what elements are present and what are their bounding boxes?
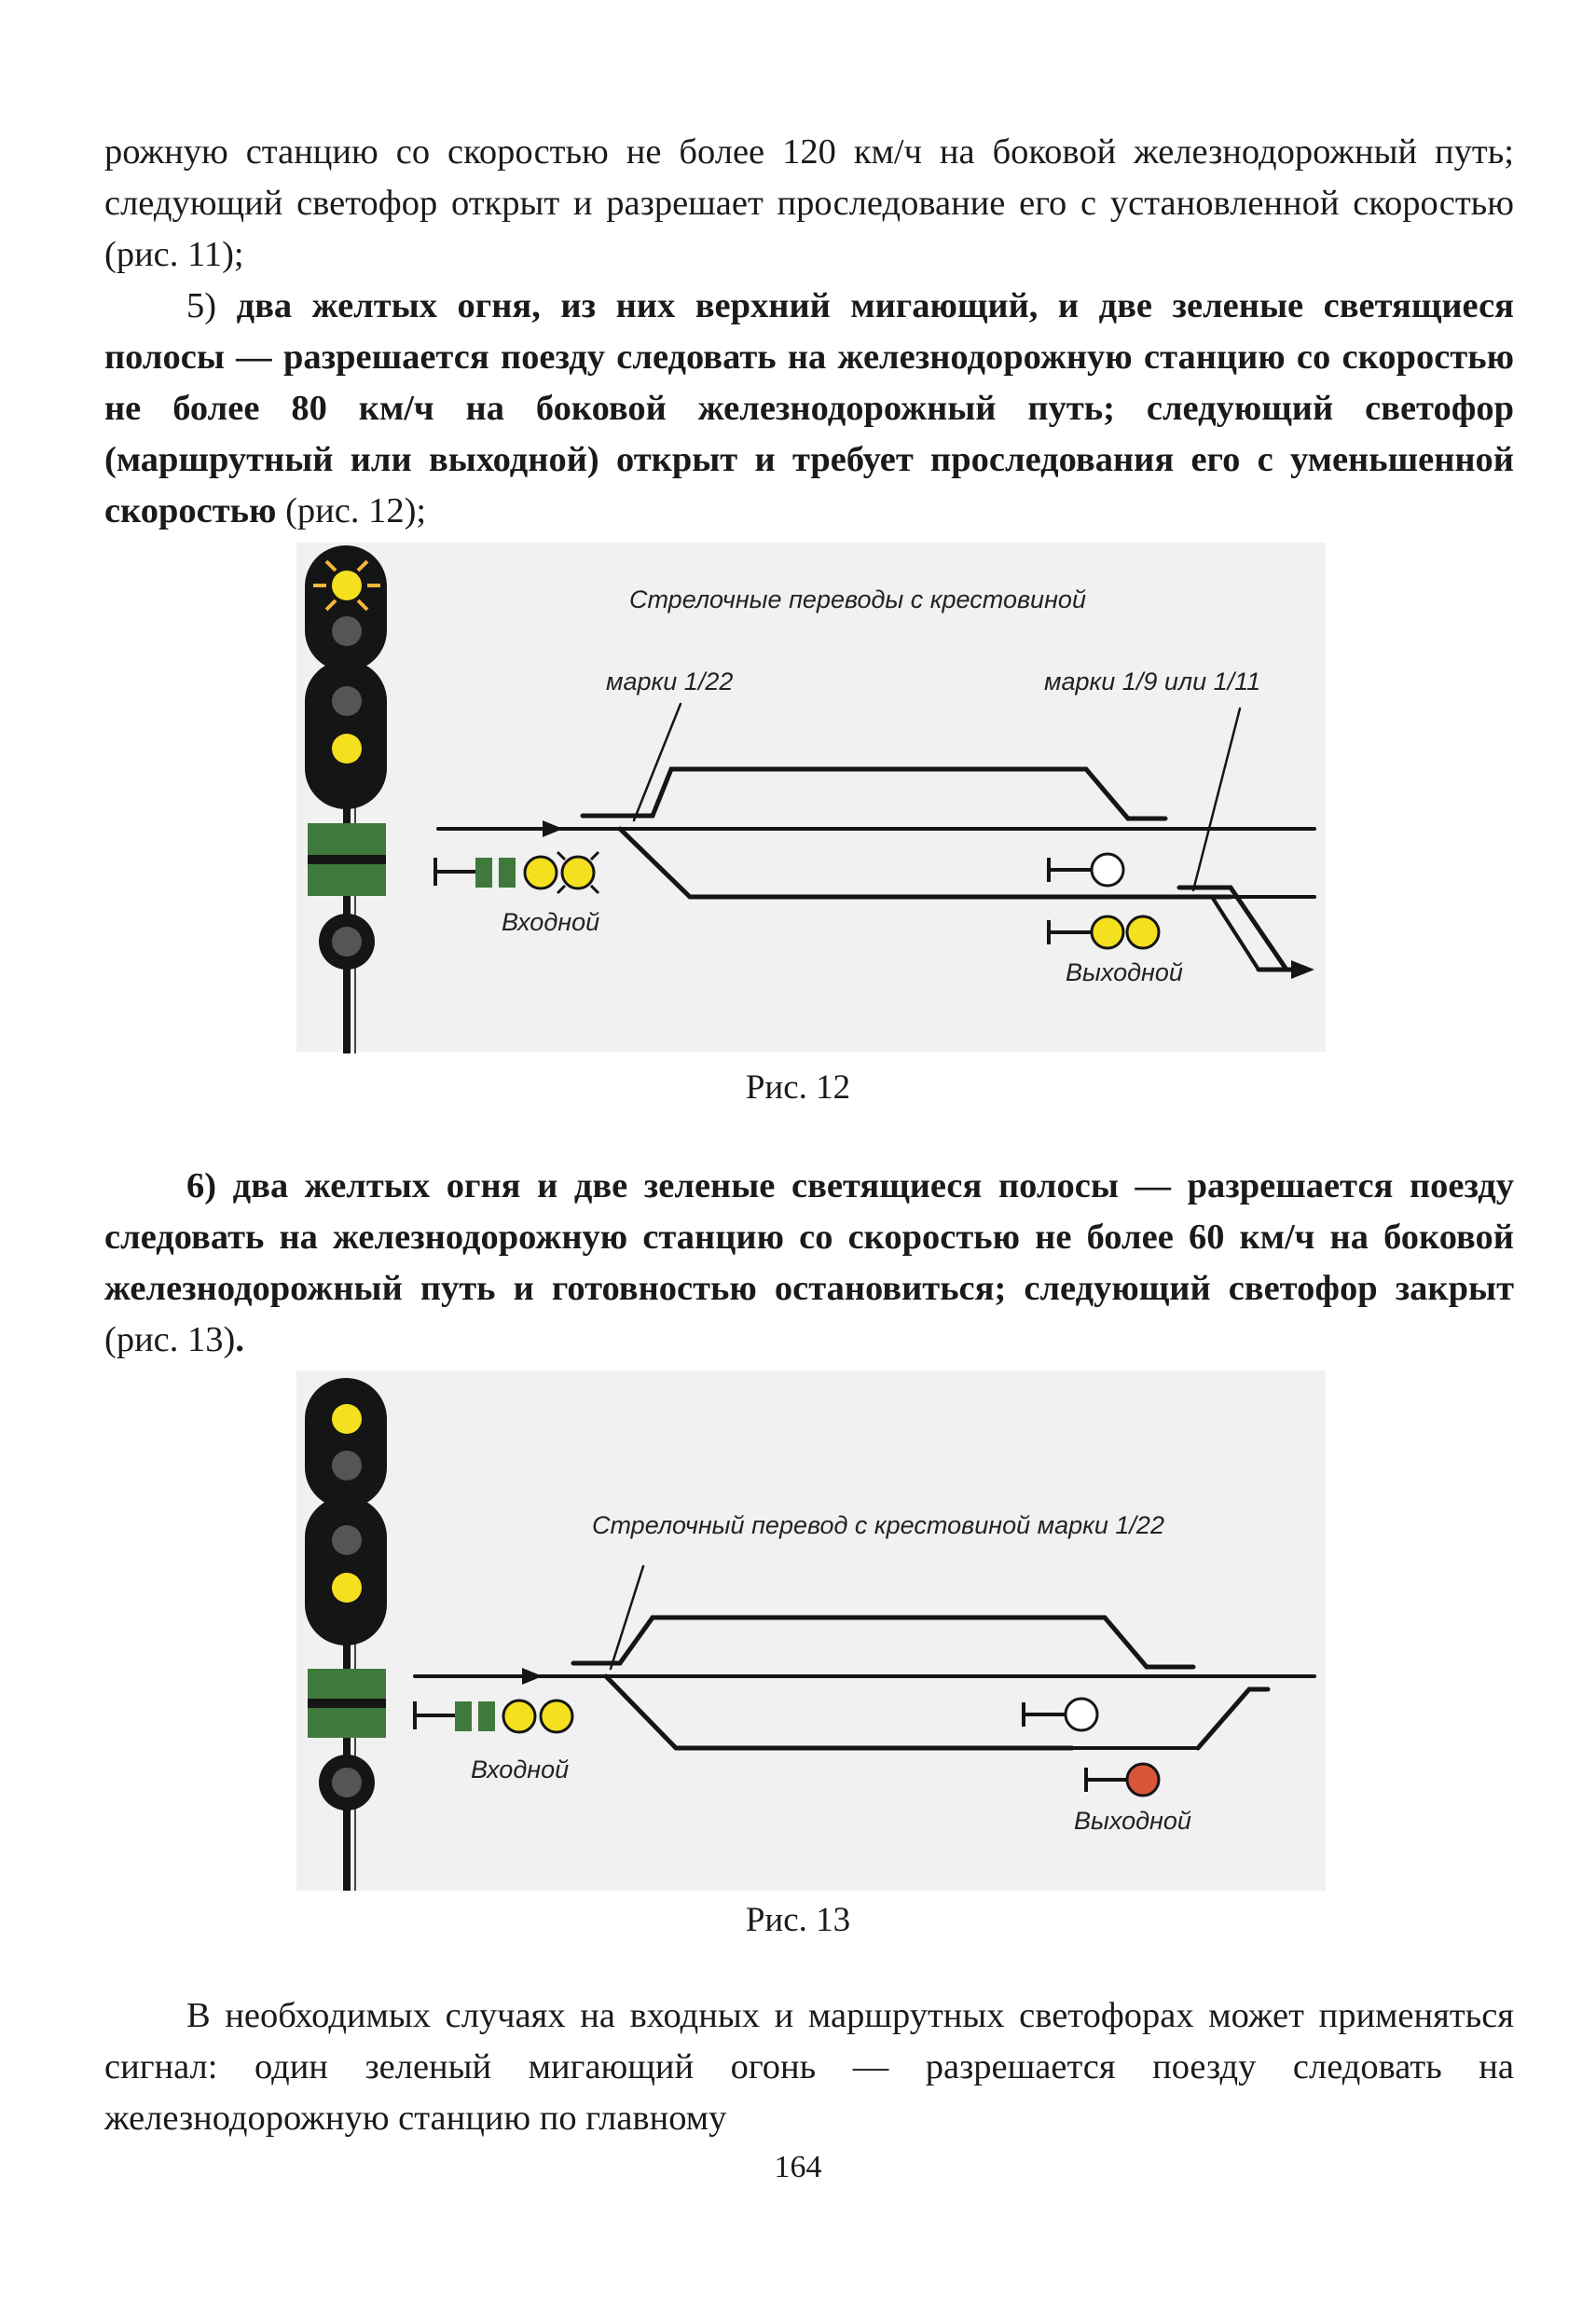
switch-label-right: марки 1/9 или 1/11 (1044, 668, 1260, 695)
signal-head-upper (305, 1378, 387, 1508)
lamp-dark (332, 1451, 362, 1480)
page-number: 164 (774, 2150, 822, 2184)
paragraph-closing: В необходимых случаях на входных и маршр… (104, 1996, 1514, 2138)
entry-lamp-yellow (539, 1699, 574, 1734)
item-5-number: 5) (186, 286, 237, 325)
signal-head-upper (305, 545, 387, 671)
track-diagram-13 (413, 1564, 1316, 1751)
green-strip-upper (308, 1669, 386, 1699)
lamp-dark (332, 1768, 362, 1797)
route-signal-white (1047, 852, 1125, 888)
track-diagram-12 (436, 702, 1316, 979)
figure-13: Стрелочный перевод с крестовиной марки 1… (305, 1378, 1316, 1891)
entry-signal-13 (413, 1699, 574, 1734)
figure-12-title: Стрелочные переводы с крестовиной (629, 585, 1086, 613)
exit-signal-label: Выходной (1066, 958, 1183, 986)
lamp-yellow-blinking (332, 571, 362, 600)
figure-12: Стрелочные переводы с крестовиной марки … (305, 545, 1316, 1053)
lamp-yellow (332, 734, 362, 764)
lamp-dark (332, 927, 362, 957)
item-6-period: . (235, 1320, 244, 1359)
exit-lamp-yellow (1125, 915, 1161, 950)
item-6-figure-ref: (рис. 13) (104, 1320, 236, 1359)
entry-lamp-yellow (502, 1699, 537, 1734)
lamp-yellow (332, 1404, 362, 1434)
entry-lamp-yellow (523, 855, 558, 890)
lamp-dark (332, 616, 362, 646)
exit-signal-13 (1084, 1762, 1161, 1797)
entry-signal-label: Входной (502, 908, 599, 936)
item-5-bold-text: два желтых огня, из них верхний мигающий… (104, 286, 1514, 530)
entry-signal-12 (433, 850, 600, 895)
route-signal-white (1022, 1697, 1099, 1732)
signal-head-lower (305, 1496, 387, 1645)
exit-signal-label: Выходной (1074, 1807, 1191, 1835)
figure-13-title: Стрелочный перевод с крестовиной марки 1… (592, 1511, 1164, 1539)
item-6-bold-text: 6) два желтых огня и две зеленые светящи… (104, 1166, 1514, 1308)
figure-12-background (296, 543, 1326, 1052)
paragraph-item-5: 5) два желтых огня, из них верхний мигаю… (104, 281, 1514, 537)
paragraph-item-6: 6) два желтых огня и две зеленые светящи… (104, 1161, 1514, 1366)
item-5-figure-ref: (рис. 12); (276, 491, 427, 530)
lamp-yellow (332, 1573, 362, 1603)
exit-signal-12 (1047, 915, 1161, 950)
exit-lamp-red (1125, 1762, 1161, 1797)
lamp-dark (332, 1525, 362, 1555)
lamp-dark (332, 686, 362, 716)
entry-signal-label: Входной (471, 1755, 569, 1783)
green-strip-upper (308, 823, 386, 855)
figure-13-caption: Рис. 13 (745, 1901, 851, 1939)
paragraph-continuation: рожную станцию со скоростью не более 120… (104, 132, 1514, 274)
switch-label-left: марки 1/22 (606, 668, 733, 695)
figure-13-background (296, 1370, 1326, 1891)
exit-lamp-yellow (1090, 915, 1125, 950)
green-strip-lower (308, 1708, 386, 1738)
figure-12-caption: Рис. 12 (745, 1068, 851, 1107)
entry-lamp-yellow-blinking (560, 855, 596, 890)
green-strip-lower (308, 864, 386, 896)
blinking-rays-icon (313, 559, 380, 612)
